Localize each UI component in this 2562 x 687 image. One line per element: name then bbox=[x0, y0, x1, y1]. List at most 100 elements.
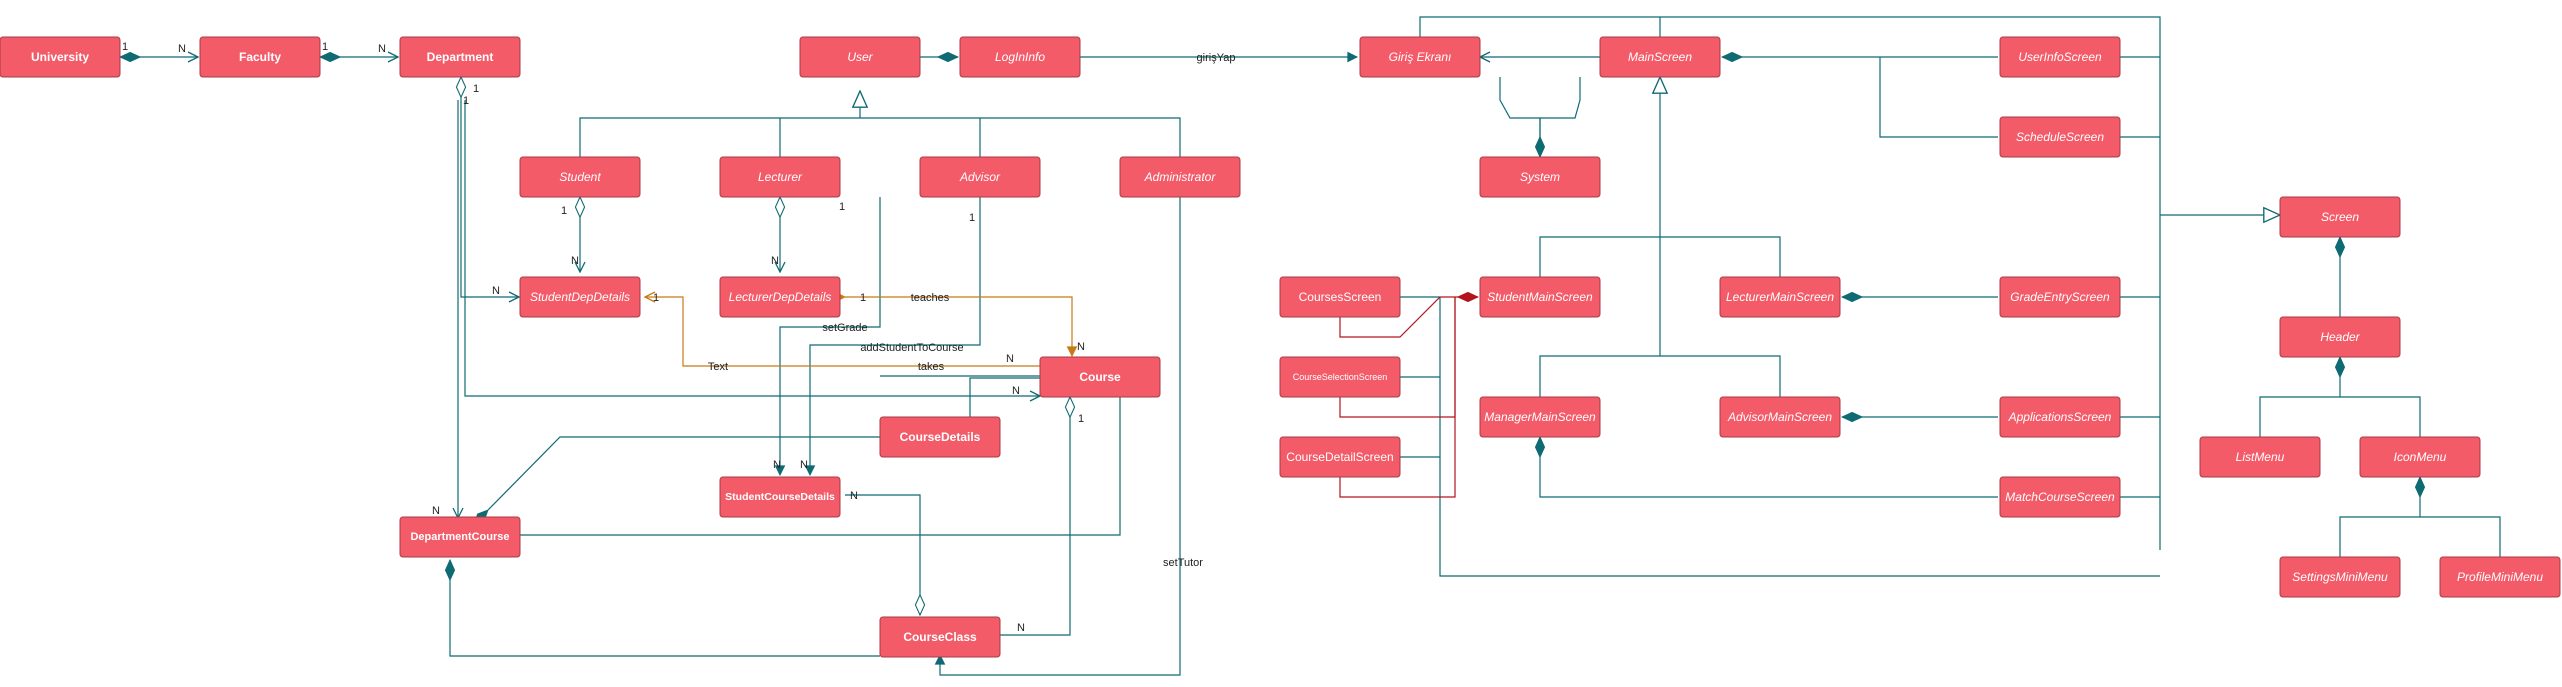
class-loginfo[interactable]: LogInInfo bbox=[959, 36, 1081, 78]
class-administrator[interactable]: Administrator bbox=[1119, 156, 1241, 198]
mult-faculty-department-1: 1 bbox=[322, 41, 328, 53]
class-studentcoursedetails[interactable]: StudentCourseDetails bbox=[719, 476, 841, 518]
mult-teaches-n: N bbox=[1077, 341, 1085, 353]
class-department-label: Department bbox=[427, 50, 494, 64]
class-header-label: Header bbox=[2320, 330, 2360, 344]
edge-frame-top bbox=[1419, 16, 2280, 550]
class-profileminimenu[interactable]: ProfileMiniMenu bbox=[2439, 556, 2561, 598]
label-teaches: teaches bbox=[911, 292, 950, 304]
class-lecturerdepdetails[interactable]: LecturerDepDetails bbox=[719, 276, 841, 318]
class-courseclass-label: CourseClass bbox=[903, 630, 977, 644]
class-loginfo-label: LogInInfo bbox=[995, 50, 1045, 64]
class-lecturermainscreen-label: LecturerMainScreen bbox=[1726, 290, 1834, 304]
edge-header-menus bbox=[2259, 357, 2421, 437]
class-university-label: University bbox=[31, 50, 89, 64]
edge-system-mainscreen bbox=[1540, 77, 1581, 157]
label-addstudent: addStudentToCourse bbox=[860, 342, 963, 354]
class-managermainscreen[interactable]: ManagerMainScreen bbox=[1479, 396, 1601, 438]
class-gradeentryscreen[interactable]: GradeEntryScreen bbox=[1999, 276, 2121, 318]
class-screen[interactable]: Screen bbox=[2279, 196, 2401, 238]
class-advisor-label: Advisor bbox=[959, 170, 1001, 184]
class-iconmenu-label: IconMenu bbox=[2394, 450, 2447, 464]
class-advisormainscreen-label: AdvisorMainScreen bbox=[1727, 410, 1832, 424]
class-faculty-label: Faculty bbox=[239, 50, 281, 64]
class-applicationsscreen-label: ApplicationsScreen bbox=[2008, 410, 2112, 424]
class-matchcoursescreen-label: MatchCourseScreen bbox=[2005, 490, 2115, 504]
class-gradeentryscreen-label: GradeEntryScreen bbox=[2010, 290, 2110, 304]
mult-text-n: N bbox=[1006, 353, 1014, 365]
class-applicationsscreen[interactable]: ApplicationsScreen bbox=[1999, 396, 2121, 438]
mult-department-1a: 1 bbox=[473, 83, 479, 95]
edge-department-course bbox=[464, 100, 1040, 396]
class-userinfoscreen[interactable]: UserInfoScreen bbox=[1999, 36, 2121, 78]
class-university[interactable]: University bbox=[0, 36, 121, 78]
class-system[interactable]: System bbox=[1479, 156, 1601, 198]
class-courseclass[interactable]: CourseClass bbox=[879, 616, 1001, 658]
class-departmentcourse[interactable]: DepartmentCourse bbox=[399, 516, 521, 558]
mult-lecturer-n: N bbox=[771, 255, 779, 267]
class-advisormainscreen[interactable]: AdvisorMainScreen bbox=[1719, 396, 1841, 438]
class-departmentcourse-label: DepartmentCourse bbox=[410, 531, 509, 543]
mult-course-1: 1 bbox=[1078, 413, 1084, 425]
edge-coursedetails-course bbox=[969, 377, 1040, 417]
class-student-label: Student bbox=[559, 170, 601, 184]
class-mainscreen[interactable]: MainScreen bbox=[1599, 36, 1721, 78]
edge-screens-to-screen bbox=[2120, 56, 2160, 498]
mult-department-depcourse: N bbox=[432, 505, 440, 517]
edge-course-courseclass bbox=[1000, 397, 1070, 636]
class-header[interactable]: Header bbox=[2279, 316, 2401, 358]
class-mainscreen-label: MainScreen bbox=[1628, 50, 1692, 64]
class-matchcoursescreen[interactable]: MatchCourseScreen bbox=[1999, 476, 2121, 518]
class-studentmainscreen[interactable]: StudentMainScreen bbox=[1479, 276, 1601, 318]
edge-setgrade bbox=[780, 197, 881, 475]
class-coursedetails[interactable]: CourseDetails bbox=[879, 416, 1001, 458]
mult-lecturer-1: 1 bbox=[839, 201, 845, 213]
class-studentmainscreen-label: StudentMainScreen bbox=[1487, 290, 1593, 304]
class-studentdepdetails[interactable]: StudentDepDetails bbox=[519, 276, 641, 318]
class-coursesscreen[interactable]: CoursesScreen bbox=[1279, 276, 1401, 318]
mult-department-studentdep: N bbox=[492, 285, 500, 297]
edge-coursedetails-depcourse bbox=[488, 436, 880, 510]
class-listmenu-label: ListMenu bbox=[2236, 450, 2285, 464]
edge-inherit-user bbox=[579, 91, 1181, 157]
class-student[interactable]: Student bbox=[519, 156, 641, 198]
edge-courseclass-studentcourse bbox=[845, 494, 920, 615]
label-settutor: setTutor bbox=[1163, 557, 1203, 569]
class-courseselectionscreen-label: CourseSelectionScreen bbox=[1293, 372, 1388, 382]
class-course-label: Course bbox=[1079, 370, 1121, 384]
class-user[interactable]: User bbox=[799, 36, 921, 78]
class-advisor[interactable]: Advisor bbox=[919, 156, 1041, 198]
mult-studentcourse-n: N bbox=[850, 490, 858, 502]
class-listmenu[interactable]: ListMenu bbox=[2199, 436, 2321, 478]
class-screen-label: Screen bbox=[2321, 210, 2359, 224]
edge-inherit-mainscreen bbox=[1539, 77, 1781, 397]
class-course[interactable]: Course bbox=[1039, 356, 1161, 398]
class-iconmenu[interactable]: IconMenu bbox=[2359, 436, 2481, 478]
class-lecturer-label: Lecturer bbox=[758, 170, 803, 184]
label-setgrade: setGrade bbox=[822, 322, 867, 334]
class-department[interactable]: Department bbox=[399, 36, 521, 78]
mult-faculty-department-n: N bbox=[378, 43, 386, 55]
class-user-label: User bbox=[847, 50, 873, 64]
mult-setgrade-n: N bbox=[773, 459, 781, 471]
class-managermainscreen-label: ManagerMainScreen bbox=[1484, 410, 1596, 424]
edge-depcourse-courseclass bbox=[450, 560, 880, 657]
class-box-layer: University Faculty Department User LogIn… bbox=[0, 36, 2561, 658]
edge-managermain-matchcourse bbox=[1540, 437, 1998, 498]
mult-department-1b: 1 bbox=[463, 95, 469, 107]
class-administrator-label: Administrator bbox=[1144, 170, 1217, 184]
class-system-label: System bbox=[1520, 170, 1560, 184]
class-schedulescreen[interactable]: ScheduleScreen bbox=[1999, 116, 2121, 158]
class-courseselectionscreen[interactable]: CourseSelectionScreen bbox=[1279, 356, 1401, 398]
label-girisyap: girişYap bbox=[1197, 52, 1236, 64]
class-lecturermainscreen[interactable]: LecturerMainScreen bbox=[1719, 276, 1841, 318]
edge-settutor bbox=[940, 197, 1181, 676]
class-giris-ekrani[interactable]: Giriş Ekranı bbox=[1359, 36, 1481, 78]
class-coursedetailscreen[interactable]: CourseDetailScreen bbox=[1279, 436, 1401, 478]
class-lecturer[interactable]: Lecturer bbox=[719, 156, 841, 198]
class-faculty[interactable]: Faculty bbox=[199, 36, 321, 78]
class-settingsminimenu[interactable]: SettingsMiniMenu bbox=[2279, 556, 2401, 598]
mult-student-1: 1 bbox=[561, 205, 567, 217]
edge-label-layer: girişYap teaches setGrade addStudentToCo… bbox=[122, 41, 1235, 634]
